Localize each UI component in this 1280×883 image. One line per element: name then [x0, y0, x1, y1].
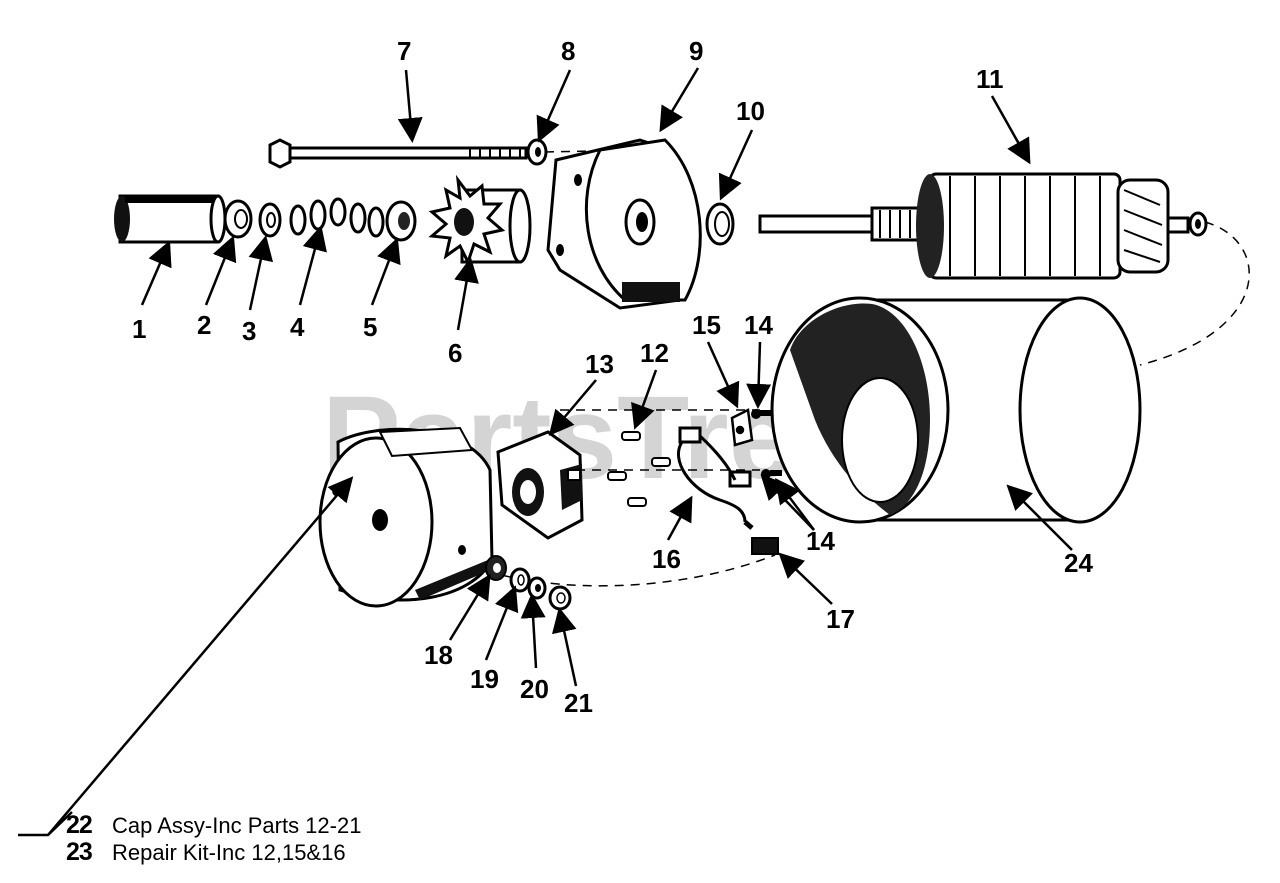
callout-9: 9: [689, 36, 703, 66]
part-6-drive-gear: [428, 174, 532, 266]
callout-20: 20: [520, 674, 549, 704]
part-3-washer: [258, 202, 282, 238]
part-20-lock-washer: [527, 576, 547, 600]
callout-4: 4: [290, 312, 305, 342]
callout-labels: 1 2 3 4 5 6 7 8 9 10 11 12 13 14 14 15 1…: [132, 36, 1093, 718]
leader-line-legend-bracket: [18, 811, 73, 837]
callout-21: 21: [564, 688, 593, 718]
callout-18: 18: [424, 640, 453, 670]
callout-13: 13: [585, 349, 614, 379]
callout-16: 16: [652, 544, 681, 574]
callout-2: 2: [197, 310, 211, 340]
part-5-spacer: [385, 200, 417, 242]
part-18-nut: [485, 555, 507, 581]
part-9-drive-end-plate: [546, 138, 702, 310]
legend-number: 23: [66, 838, 93, 866]
part-8-lock-washer: [526, 138, 548, 166]
part-4-spring: [289, 197, 385, 238]
callout-12: 12: [640, 338, 669, 368]
part-11-armature: [758, 172, 1208, 280]
part-24-housing: [770, 296, 1142, 524]
legend-text: Cap Assy-Inc Parts 12-21: [112, 812, 362, 838]
callout-11: 11: [976, 64, 1004, 94]
legend-number: 22: [66, 811, 93, 839]
legend-row: 23 Repair Kit-Inc 12,15&16: [66, 838, 486, 866]
part-1-sleeve: [114, 194, 227, 244]
callout-8: 8: [561, 36, 575, 66]
callout-24: 24: [1064, 548, 1093, 578]
leader-lines: [47, 67, 1073, 836]
part-2-nut: [223, 199, 253, 239]
part-13-brush-holder: [496, 430, 584, 540]
part-12-brush-springs: [607, 431, 671, 507]
legend-row: 22 Cap Assy-Inc Parts 12-21: [66, 811, 486, 839]
callout-19: 19: [470, 664, 499, 694]
callout-3: 3: [242, 316, 256, 346]
callout-5: 5: [363, 312, 377, 342]
callout-14-top: 14: [744, 310, 773, 340]
parts-legend: 22 Cap Assy-Inc Parts 12-21 23 Repair Ki…: [66, 811, 486, 866]
callout-7: 7: [397, 36, 411, 66]
legend-text: Repair Kit-Inc 12,15&16: [112, 839, 346, 865]
part-17-block: [751, 537, 779, 555]
callout-15: 15: [692, 310, 721, 340]
callout-17: 17: [826, 604, 855, 634]
callout-14-right: 14: [806, 526, 835, 556]
callout-6: 6: [448, 338, 462, 368]
callout-10: 10: [736, 96, 765, 126]
part-21-nut: [548, 585, 572, 611]
callout-1: 1: [132, 314, 146, 344]
part-7-through-bolt: [268, 138, 528, 169]
part-10-washer: [705, 202, 735, 246]
part-15-terminal: [730, 408, 754, 447]
part-16-brush-assembly: [676, 426, 754, 530]
part-22-end-cap: [318, 426, 494, 608]
part-14-screws: [751, 409, 782, 479]
part-19-washer: [509, 567, 531, 593]
